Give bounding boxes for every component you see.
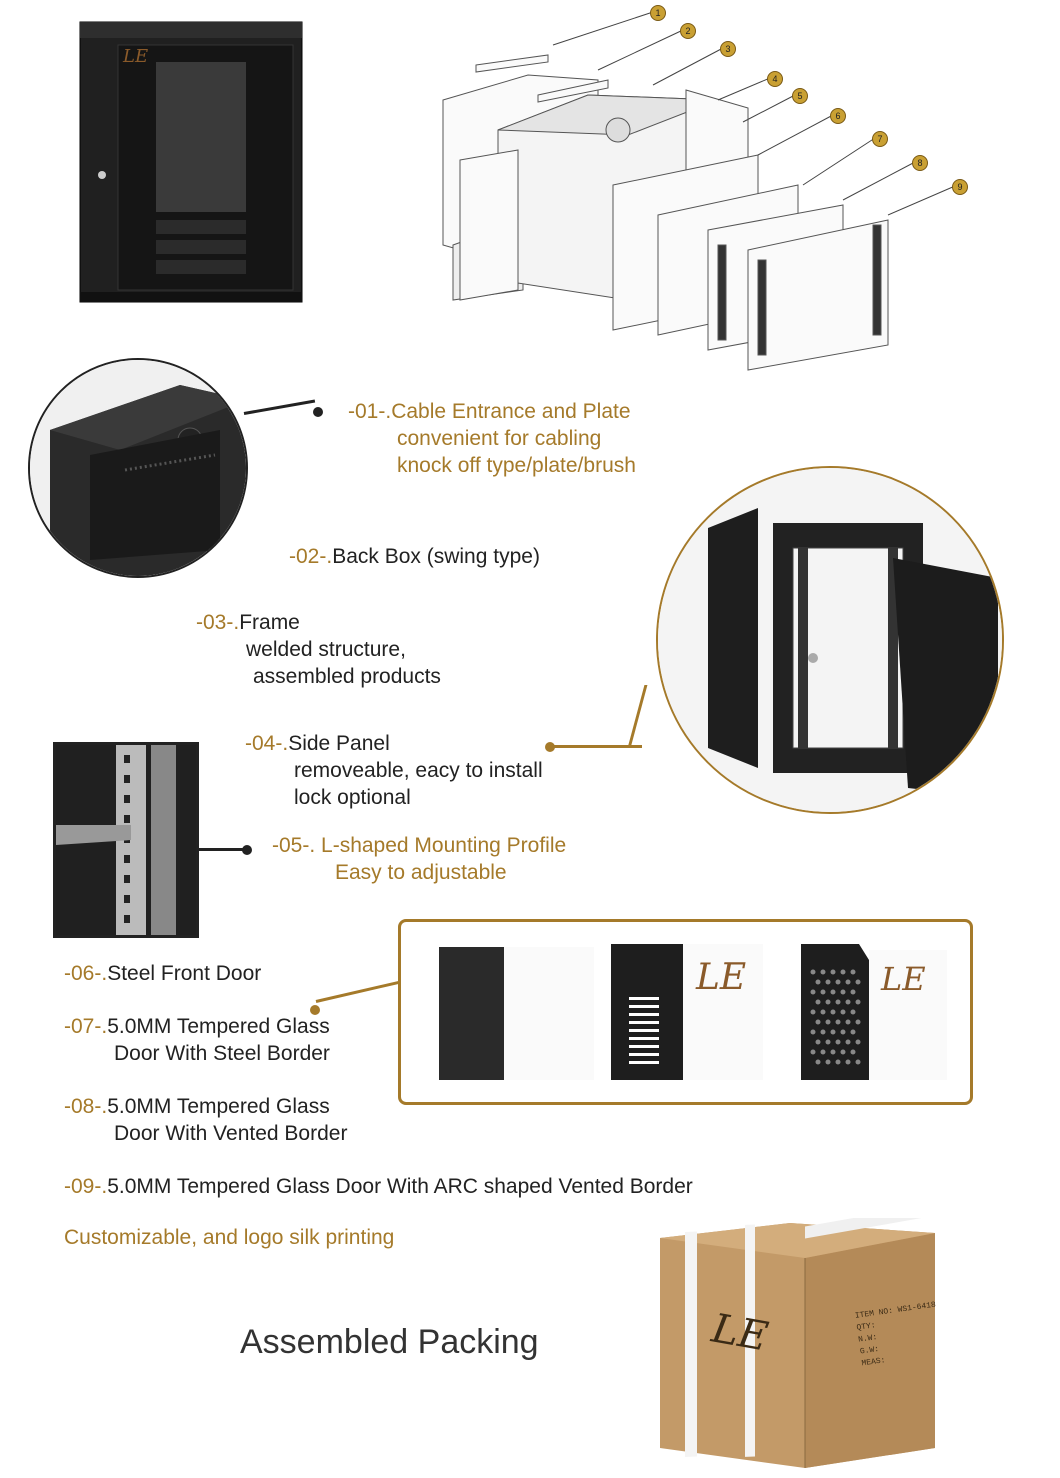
door-options-image: [439, 944, 947, 1080]
callout-number-2: 2: [680, 23, 696, 39]
feature-05: -05-. L-shaped Mounting Profile Easy to …: [272, 834, 567, 884]
callout-number-8: 8: [912, 155, 928, 171]
box-label: ITEM NO: WS1-6418 QTY: N.W: G.W: MEAS:: [854, 1300, 937, 1369]
callout-line-04: [552, 745, 642, 748]
callout-number-6: 6: [830, 108, 846, 124]
callout-dot-06: [310, 1005, 320, 1015]
frame-side-panel-image: [656, 466, 1004, 814]
callout-dot-01: [313, 407, 323, 417]
feature-04: -04-.Side Panel removeable, eacy to inst…: [245, 732, 543, 809]
callout-dot-05: [242, 845, 252, 855]
feature-07: -07-.5.0MM Tempered Glass Door With Stee…: [64, 1015, 330, 1065]
packing-box-image: [660, 1218, 935, 1468]
customizable-note: Customizable, and logo silk printing: [64, 1226, 395, 1249]
packing-title: Assembled Packing: [240, 1323, 539, 1361]
door-options-box: LE LE: [398, 919, 973, 1105]
feature-03: -03-.Frame welded structure, assembled p…: [196, 611, 441, 688]
feature-08: -08-.5.0MM Tempered Glass Door With Vent…: [64, 1095, 348, 1145]
cable-entrance-image: [28, 358, 248, 578]
callout-line-06: [315, 980, 401, 1003]
feature-02: -02-.Back Box (swing type): [289, 545, 540, 568]
exploded-diagram: [442, 11, 956, 371]
door-logo-3: LE: [881, 960, 926, 998]
callout-number-4: 4: [767, 71, 783, 87]
door-logo-2: LE: [696, 957, 747, 998]
feature-09: -09-.5.0MM Tempered Glass Door With ARC …: [64, 1175, 693, 1198]
callout-number-5: 5: [792, 88, 808, 104]
cabinet-logo: LE: [123, 46, 149, 67]
callout-dot-04: [545, 742, 555, 752]
mounting-profile-image: [53, 742, 199, 938]
callout-number-7: 7: [872, 131, 888, 147]
cabinet-front-image: [79, 21, 303, 303]
callout-number-3: 3: [720, 41, 736, 57]
feature-01: -01-.Cable Entrance and Plate convenient…: [348, 400, 636, 477]
callout-line-05: [196, 848, 246, 851]
callout-number-9: 9: [952, 179, 968, 195]
callout-line-01: [243, 399, 316, 415]
feature-06: -06-.Steel Front Door: [64, 962, 262, 985]
box-logo: LE: [708, 1305, 772, 1361]
callout-line-04b: [627, 685, 648, 748]
callout-number-1: 1: [650, 5, 666, 21]
